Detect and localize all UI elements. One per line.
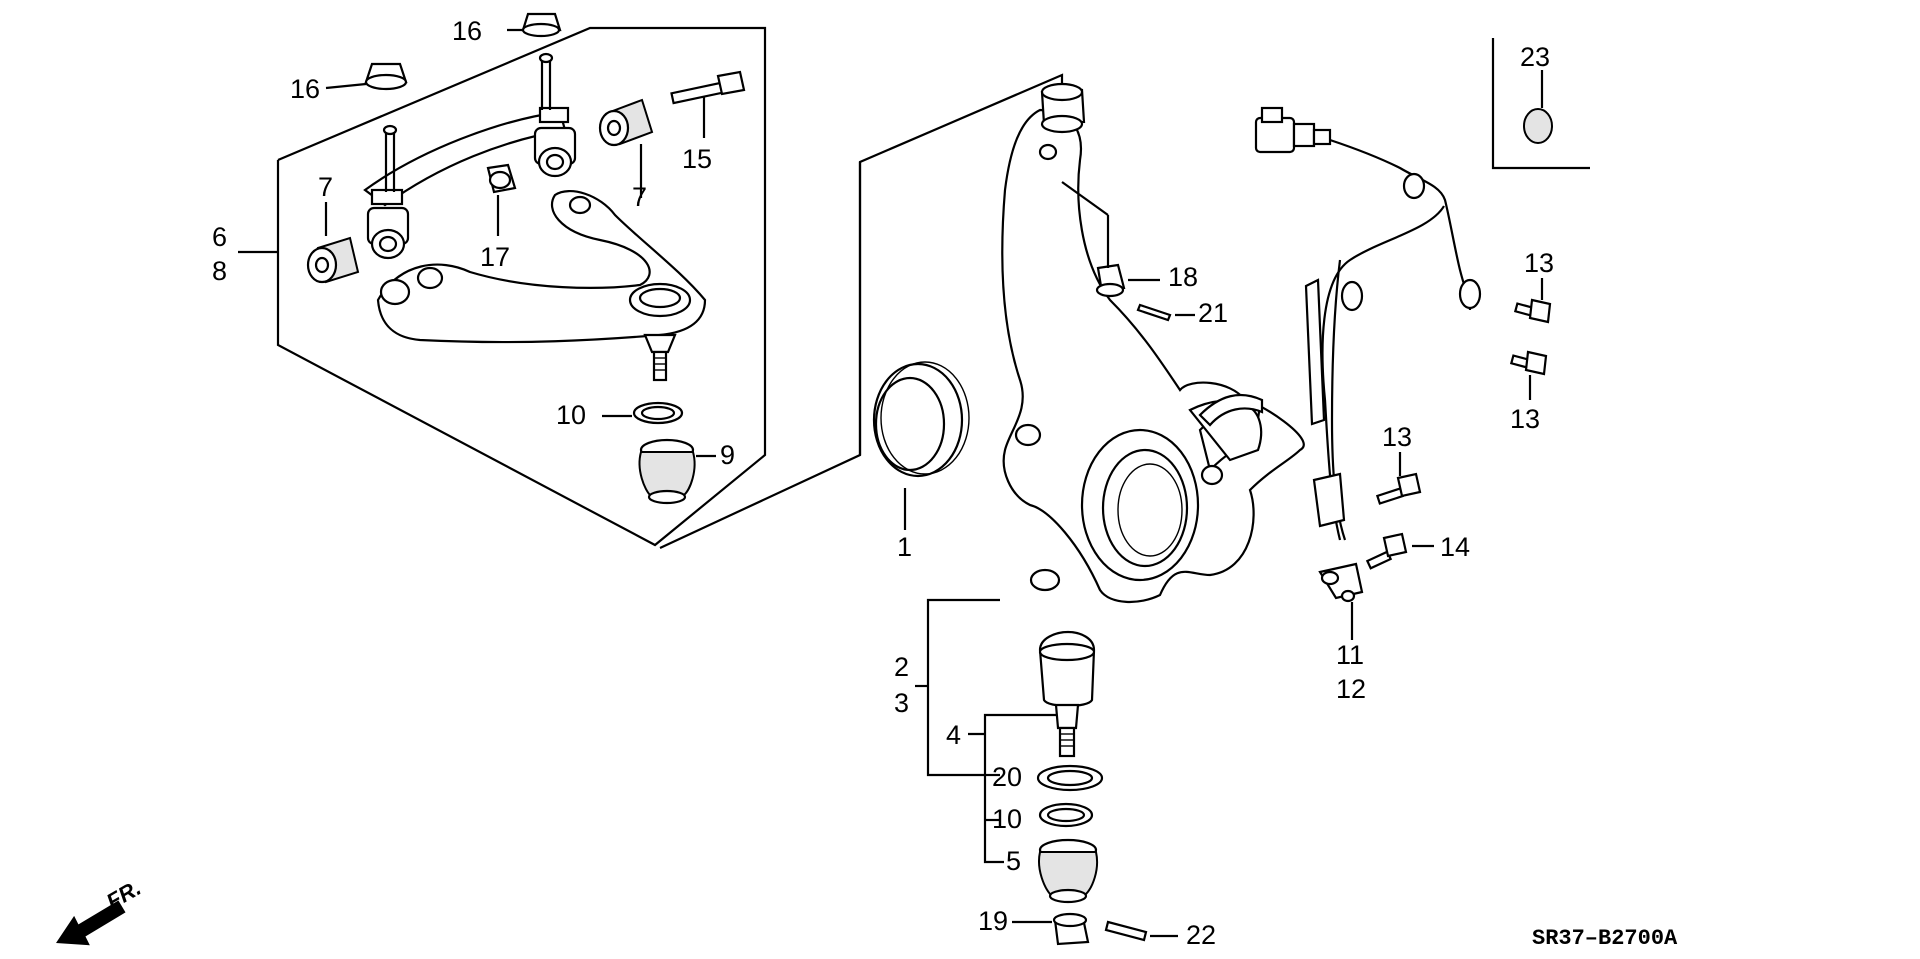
callout-8: 8 [212, 256, 227, 286]
callout-12: 12 [1336, 674, 1366, 704]
self-locking-nut-16-left [364, 62, 408, 91]
bolt-15 [670, 70, 746, 105]
front-direction-arrow: FR. [56, 875, 145, 946]
callout-2: 2 [894, 652, 909, 682]
callout-labels: 16 16 7 7 15 17 6 8 10 9 1 18 21 2 3 4 2… [212, 16, 1554, 950]
callout-19: 19 [978, 906, 1008, 936]
cap-23 [1523, 108, 1553, 144]
bolt-14 [1365, 532, 1408, 570]
boot-5 [1038, 838, 1098, 904]
steering-knuckle [1001, 82, 1305, 604]
cotter-pin-22 [1104, 920, 1148, 942]
callout-17: 17 [480, 242, 510, 272]
callout-16-left: 16 [290, 74, 320, 104]
callout-4: 4 [946, 720, 961, 750]
callout-13-middle: 13 [1510, 404, 1540, 434]
ball-joint-4 [1038, 630, 1096, 758]
bolt-13-lower [1375, 472, 1422, 505]
wheel-speed-sensor [1318, 562, 1364, 603]
knuckle-group [659, 73, 1305, 604]
callout-10-upper: 10 [556, 400, 586, 430]
sensor-connector [1254, 106, 1332, 154]
callout-21: 21 [1198, 298, 1228, 328]
boot-9 [638, 438, 696, 505]
cotter-pin-21 [1136, 303, 1172, 322]
callout-7-left: 7 [318, 172, 333, 202]
upper-arm-bracket [363, 52, 570, 207]
snap-ring-20 [1036, 764, 1104, 792]
castle-nut-19 [1052, 912, 1090, 946]
bracket-bushing-rear [533, 126, 577, 178]
callout-13-upper: 13 [1524, 248, 1554, 278]
self-locking-nut-16-top [521, 12, 562, 38]
lower-ball-joint-group [915, 598, 1178, 946]
bushing-7-left [306, 236, 360, 284]
bolt-13-middle [1509, 350, 1548, 376]
nut-17 [486, 163, 517, 194]
upper-control-arm [376, 190, 707, 382]
callout-3: 3 [894, 688, 909, 718]
callout-9: 9 [720, 440, 735, 470]
wheel-sensor-group [1254, 38, 1590, 640]
dust-seal-1 [872, 361, 970, 478]
callout-5: 5 [1006, 846, 1021, 876]
diagram-code: SR37–B2700A [1532, 926, 1678, 951]
callout-6: 6 [212, 222, 227, 252]
bracket-bushing-front [366, 206, 410, 260]
set-ring-10-lower [1038, 802, 1094, 828]
bushing-7-right [598, 98, 654, 147]
set-ring-10-upper [632, 401, 684, 425]
callout-14: 14 [1440, 532, 1470, 562]
callout-7-right: 7 [632, 182, 647, 212]
castle-nut-18 [1095, 263, 1126, 298]
callout-13-lower: 13 [1382, 422, 1412, 452]
callout-11: 11 [1336, 640, 1364, 670]
upper-arm-group [238, 12, 767, 547]
callout-16-top: 16 [452, 16, 482, 46]
callout-15: 15 [682, 144, 712, 174]
callout-22: 22 [1186, 920, 1216, 950]
callout-23: 23 [1520, 42, 1550, 72]
bolt-13-upper [1513, 298, 1552, 324]
callout-18: 18 [1168, 262, 1198, 292]
callout-10-lower: 10 [992, 804, 1022, 834]
callout-20: 20 [992, 762, 1022, 792]
callout-1: 1 [897, 532, 912, 562]
